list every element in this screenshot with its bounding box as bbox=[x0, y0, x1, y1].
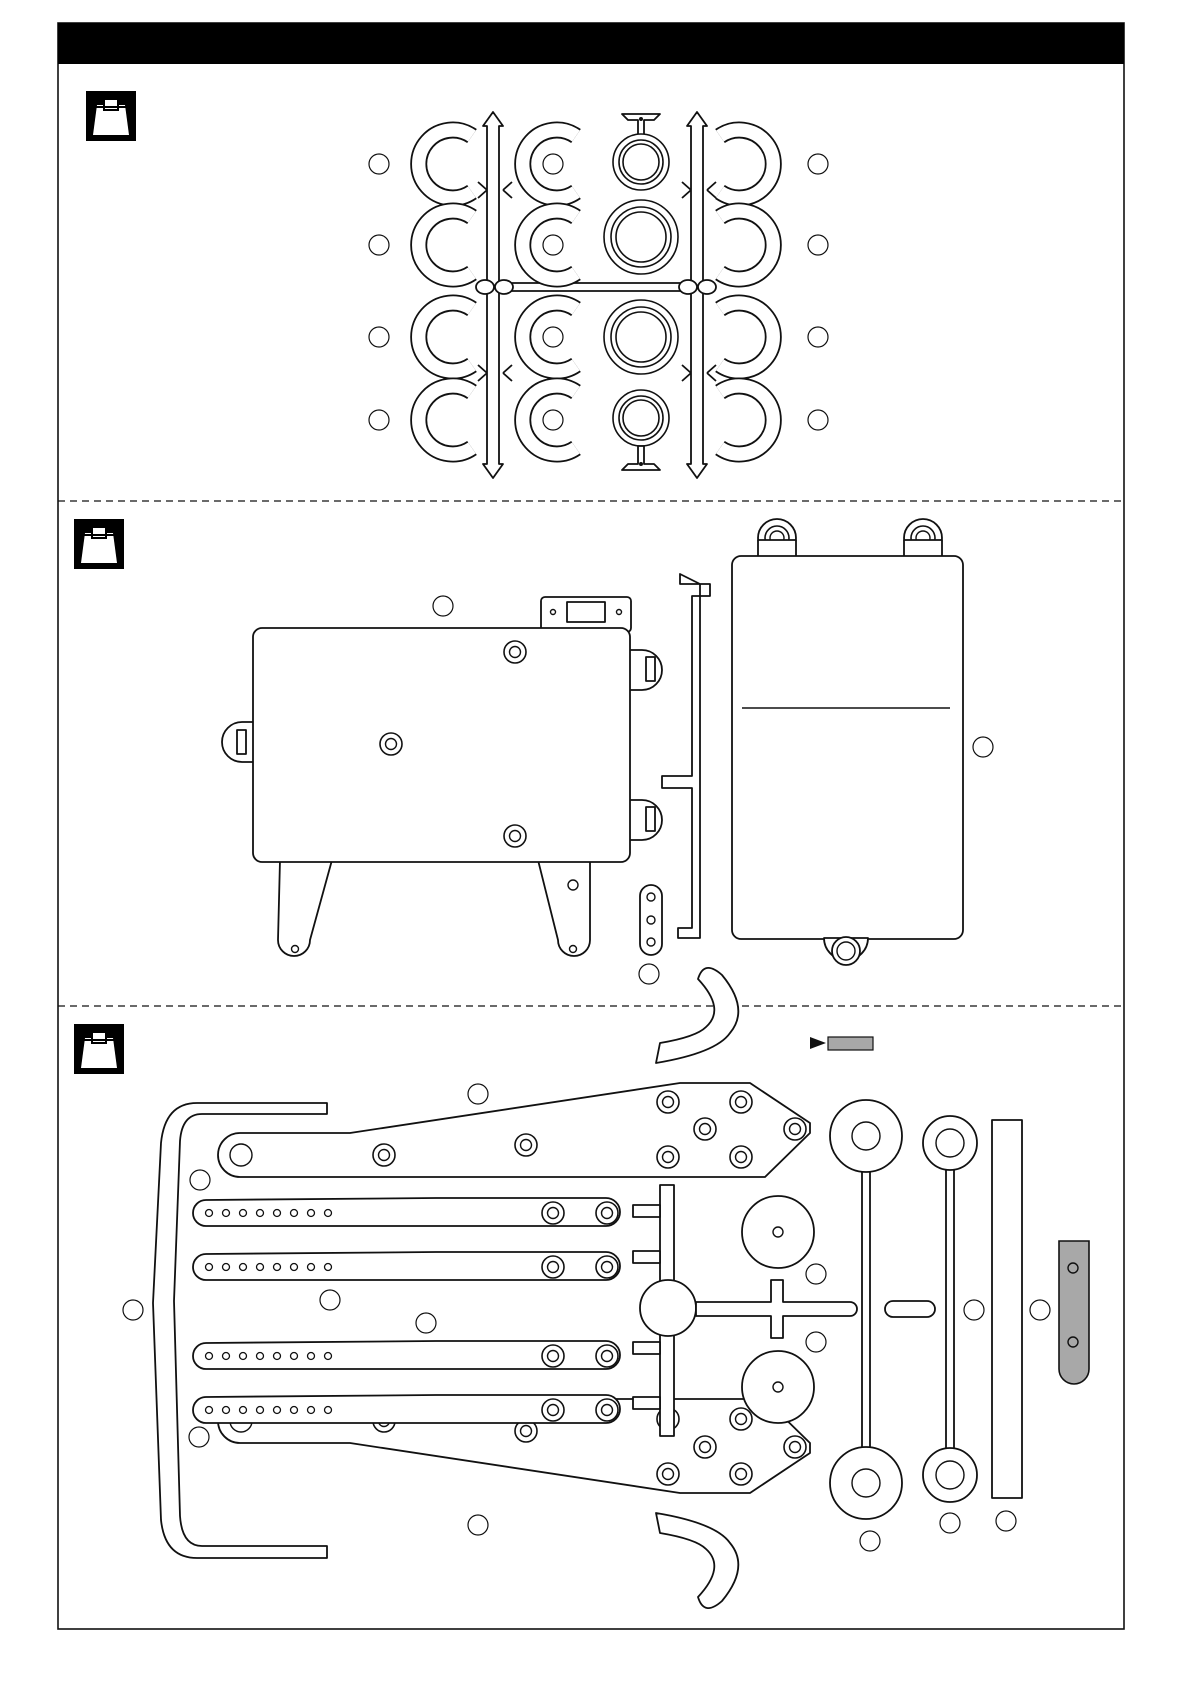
parts-bag-icon bbox=[86, 91, 136, 141]
box-sprue bbox=[640, 574, 710, 955]
receiver-box-base bbox=[222, 597, 662, 956]
arrow-right-icon bbox=[810, 1037, 826, 1049]
clip-sprue bbox=[419, 112, 774, 478]
parts-bag-icon bbox=[74, 519, 124, 569]
parts-bag-icon bbox=[74, 1024, 124, 1074]
legend-swatch bbox=[828, 1037, 873, 1050]
hole-strip bbox=[193, 1198, 620, 1423]
upper-arm bbox=[218, 968, 810, 1177]
legend bbox=[810, 1037, 873, 1050]
shaded-plate bbox=[1059, 1241, 1089, 1384]
header-bar bbox=[58, 23, 1124, 64]
lower-arm bbox=[218, 1399, 810, 1608]
receiver-box-lid bbox=[732, 519, 963, 965]
straight-bar bbox=[992, 1120, 1022, 1498]
